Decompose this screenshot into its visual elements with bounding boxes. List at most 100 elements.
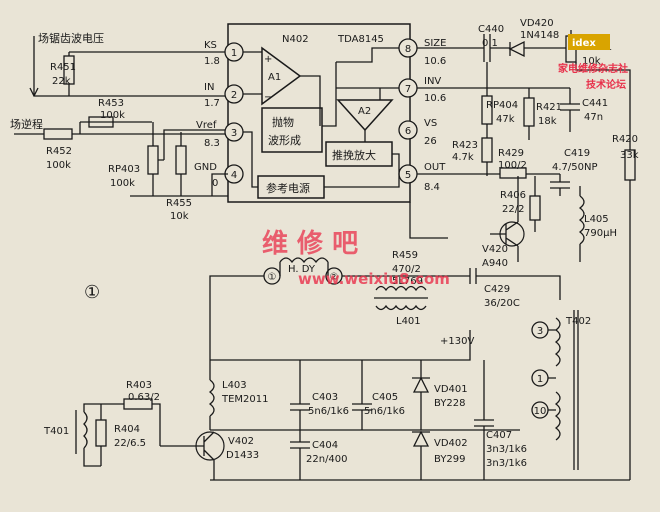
svg-text:790μH: 790μH xyxy=(584,228,617,239)
resistor-r421: R421 18k xyxy=(523,88,562,140)
parabola-former-block: 抛物 波形成 xyxy=(261,107,323,153)
svg-text:18k: 18k xyxy=(538,116,557,127)
ic-pin-5: 5 OUT 8.4 xyxy=(398,162,446,193)
transistor-v402: V402 D1433 xyxy=(160,431,259,480)
svg-text:−: − xyxy=(264,92,272,103)
svg-text:技术论坛: 技术论坛 xyxy=(586,78,626,91)
svg-text:4: 4 xyxy=(231,170,237,181)
svg-text:BY299: BY299 xyxy=(434,454,466,465)
svg-text:D1433: D1433 xyxy=(226,450,259,461)
svg-text:1.7: 1.7 xyxy=(204,98,220,109)
svg-text:C440: C440 xyxy=(478,24,504,35)
svg-text:47k: 47k xyxy=(496,114,515,125)
transistor-v420: V420 A940 xyxy=(482,176,525,269)
svg-text:L401: L401 xyxy=(396,316,421,327)
svg-text:C405: C405 xyxy=(372,392,398,403)
reference-supply-block: 参考电源 xyxy=(243,131,400,199)
svg-text:BY228: BY228 xyxy=(434,398,466,409)
svg-text:VD420: VD420 xyxy=(520,18,554,29)
svg-text:36/20C: 36/20C xyxy=(484,298,520,309)
diode-vd420: VD420 1N4148 xyxy=(508,18,560,58)
terminal-left: ① xyxy=(263,267,281,285)
svg-text:T402: T402 xyxy=(565,316,591,327)
svg-text:5n6/1k6: 5n6/1k6 xyxy=(364,406,405,417)
svg-text:1.8: 1.8 xyxy=(204,56,220,67)
svg-text:KS: KS xyxy=(204,40,217,51)
svg-text:22/6.5: 22/6.5 xyxy=(114,438,146,449)
resistor-r452: R452 100k xyxy=(43,128,225,171)
svg-text:22k: 22k xyxy=(52,76,71,87)
svg-text:100k: 100k xyxy=(100,110,125,121)
capacitor-c407: C407 3n3/1k6 3n3/1k6 xyxy=(474,360,527,480)
svg-text:C404: C404 xyxy=(312,440,338,451)
svg-text:C403: C403 xyxy=(312,392,338,403)
svg-text:C407: C407 xyxy=(486,430,512,441)
svg-text:①: ① xyxy=(268,272,277,283)
svg-text:IN: IN xyxy=(204,82,214,93)
svg-text:V420: V420 xyxy=(482,244,508,255)
supply-130v: +130V xyxy=(440,336,474,347)
svg-text:3n3/1k6: 3n3/1k6 xyxy=(486,458,527,469)
svg-text:SIZE: SIZE xyxy=(424,38,446,49)
svg-text:抛物: 抛物 xyxy=(272,115,294,129)
wire-out-to-yoke xyxy=(409,202,448,239)
svg-text:波形成: 波形成 xyxy=(268,134,301,147)
watermark-forum-logo: idex 家电维修杂志社 技术论坛 xyxy=(558,34,628,91)
svg-text:VD401: VD401 xyxy=(434,384,468,395)
svg-text:10: 10 xyxy=(534,406,547,417)
inductor-l405: L405 790μH xyxy=(578,186,617,262)
svg-text:H. DY: H. DY xyxy=(288,264,316,275)
svg-text:0.63/2: 0.63/2 xyxy=(128,392,160,403)
svg-text:A2: A2 xyxy=(358,106,371,117)
ic-pin-1: 1 KS 1.8 xyxy=(204,40,244,67)
resistor-r459: R459 470/2 xyxy=(392,250,421,275)
svg-text:5: 5 xyxy=(405,170,411,181)
arrow-saw-in xyxy=(29,87,39,97)
watermark-site: 维 修 吧 www.weixiu8.com xyxy=(262,228,450,288)
diode-vd401: VD401 BY228 xyxy=(412,360,468,430)
svg-text:33k: 33k xyxy=(620,150,639,161)
svg-text:www.weixiu8.com: www.weixiu8.com xyxy=(298,270,450,288)
svg-text:idex: idex xyxy=(572,38,596,49)
svg-text:1: 1 xyxy=(537,374,543,385)
capacitor-c429: C429 36/20C xyxy=(469,268,561,309)
svg-text:VS: VS xyxy=(424,118,437,129)
svg-text:②: ② xyxy=(330,272,339,283)
svg-text:R406: R406 xyxy=(500,190,526,201)
ic-pin-8: 8 SIZE 10.6 xyxy=(398,38,446,67)
svg-text:4.7k: 4.7k xyxy=(452,152,474,163)
svg-text:10k: 10k xyxy=(582,56,601,67)
svg-text:3: 3 xyxy=(231,128,237,139)
svg-text:C429: C429 xyxy=(484,284,510,295)
svg-text:2: 2 xyxy=(231,90,237,101)
ic-pin-7: 7 INV 10.6 xyxy=(398,76,446,104)
svg-text:5n6/1k6: 5n6/1k6 xyxy=(308,406,349,417)
svg-text:47n: 47n xyxy=(584,112,603,123)
svg-text:T401: T401 xyxy=(43,426,69,437)
transformer-t402: 3 1 10 T402 xyxy=(531,310,591,470)
svg-text:VD402: VD402 xyxy=(434,438,468,449)
svg-text:TEM2011: TEM2011 xyxy=(221,394,269,405)
svg-text:R421: R421 xyxy=(536,102,562,113)
svg-text:Vref: Vref xyxy=(196,120,217,131)
svg-text:3n3/1k6: 3n3/1k6 xyxy=(486,444,527,455)
svg-text:8.3: 8.3 xyxy=(204,138,220,149)
svg-text:26: 26 xyxy=(424,136,437,147)
yoke-hdy: H. DY xyxy=(209,257,470,380)
wire-supply xyxy=(210,330,471,361)
capacitor-c405: C405 5n6/1k6 xyxy=(352,360,405,430)
resistor-r404: R404 22/6.5 xyxy=(95,404,146,466)
resistor-r453: R453 100k xyxy=(79,98,152,134)
resistor-r423: R423 4.7k xyxy=(452,137,493,176)
potentiometer-rp403: RP403 100k xyxy=(108,122,225,196)
svg-text:R423: R423 xyxy=(452,140,478,151)
svg-text:L405: L405 xyxy=(584,214,609,225)
svg-text:R452: R452 xyxy=(46,146,72,157)
capacitor-c440: C440 0.1 xyxy=(417,24,510,62)
svg-text:推挽放大: 推挽放大 xyxy=(332,148,376,162)
capacitor-c441: C441 47n xyxy=(560,88,608,132)
svg-text:7: 7 xyxy=(405,84,411,95)
svg-text:C441: C441 xyxy=(582,98,608,109)
push-pull-amp-block: 推挽放大 xyxy=(325,130,400,174)
